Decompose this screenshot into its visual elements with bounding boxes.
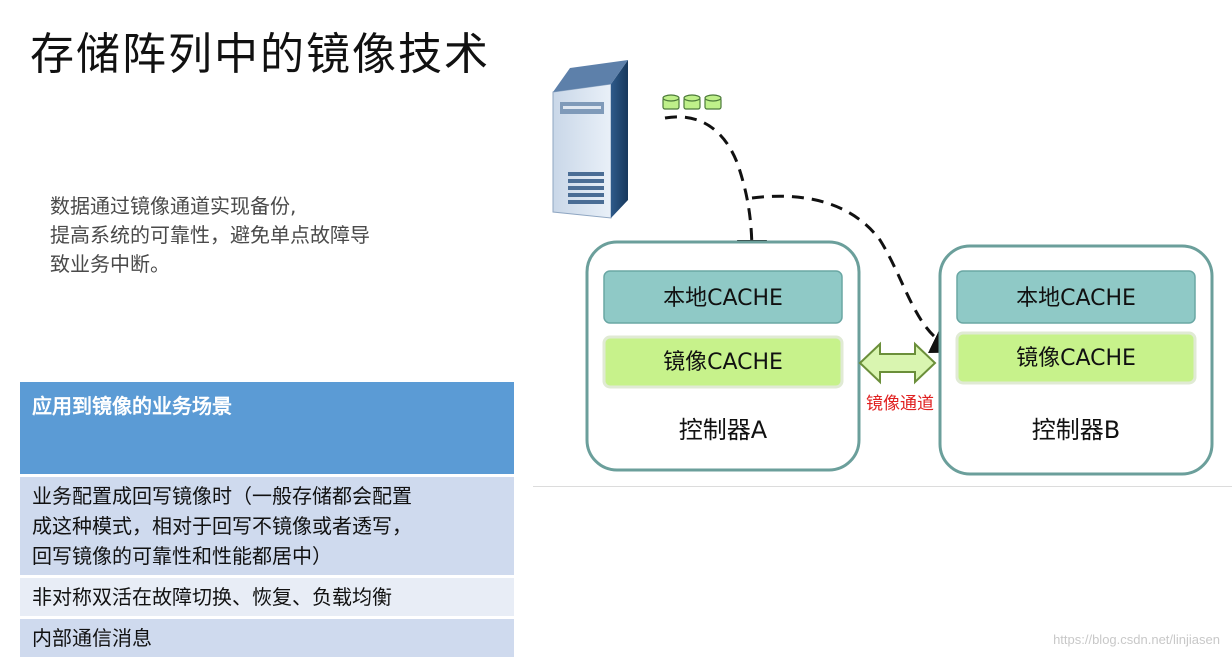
- table-cell-line: 业务配置成回写镜像时（一般存储都会配置: [32, 484, 412, 508]
- controller-b-local-cache: [956, 270, 1196, 324]
- table-cell-line: 成这种模式，相对于回写不镜像或者透写，: [32, 514, 412, 538]
- controller-a-label: 控制器A: [679, 416, 768, 444]
- description-line: 数据通过镜像通道实现备份,: [50, 194, 297, 218]
- table-row: 业务配置成回写镜像时（一般存储都会配置 成这种模式，相对于回写不镜像或者透写， …: [20, 477, 514, 575]
- write-flow-arrow-a: [664, 115, 767, 270]
- watermark: https://blog.csdn.net/linjiasen: [1053, 632, 1220, 647]
- controller-a-mirror-cache: [602, 335, 844, 389]
- mirror-channel-label: 镜像通道: [866, 394, 934, 414]
- scenario-table: 应用到镜像的业务场景 业务配置成回写镜像时（一般存储都会配置 成这种模式，相对于…: [20, 382, 514, 660]
- server-tower-icon: [552, 60, 628, 219]
- page-title: 存储阵列中的镜像技术: [30, 29, 490, 80]
- data-disks-icon: [662, 94, 722, 110]
- mirror-channel-arrow: [858, 341, 937, 385]
- controller-a-mirror-cache-label: 镜像CACHE: [663, 350, 783, 375]
- table-header: 应用到镜像的业务场景: [20, 382, 514, 474]
- description-line: 提高系统的可靠性，避免单点故障导: [50, 223, 370, 247]
- controller-b-mirror-cache: [955, 331, 1197, 385]
- description-line: 致业务中断。: [50, 252, 170, 276]
- description-text: 数据通过镜像通道实现备份, 提高系统的可靠性，避免单点故障导 致业务中断。: [50, 192, 450, 279]
- table-cell-line: 内部通信消息: [32, 626, 152, 650]
- controller-b-label: 控制器B: [1032, 416, 1120, 444]
- controller-b-mirror-cache-label: 镜像CACHE: [1016, 346, 1136, 371]
- write-flow-arrow-b: [751, 194, 962, 353]
- controller-b: 本地CACHE 镜像CACHE 控制器B: [938, 244, 1214, 476]
- controller-b-local-cache-label: 本地CACHE: [1016, 286, 1136, 311]
- controller-a-local-cache: [603, 270, 843, 324]
- table-cell-line: 非对称双活在故障切换、恢复、负载均衡: [32, 585, 392, 609]
- divider-line: [533, 486, 1232, 487]
- table-row: 内部通信消息: [20, 619, 514, 657]
- controller-a: 本地CACHE 镜像CACHE 控制器A: [585, 240, 861, 472]
- table-row: 非对称双活在故障切换、恢复、负载均衡: [20, 578, 514, 616]
- table-cell-line: 回写镜像的可靠性和性能都居中）: [32, 544, 332, 568]
- controller-a-local-cache-label: 本地CACHE: [663, 286, 783, 311]
